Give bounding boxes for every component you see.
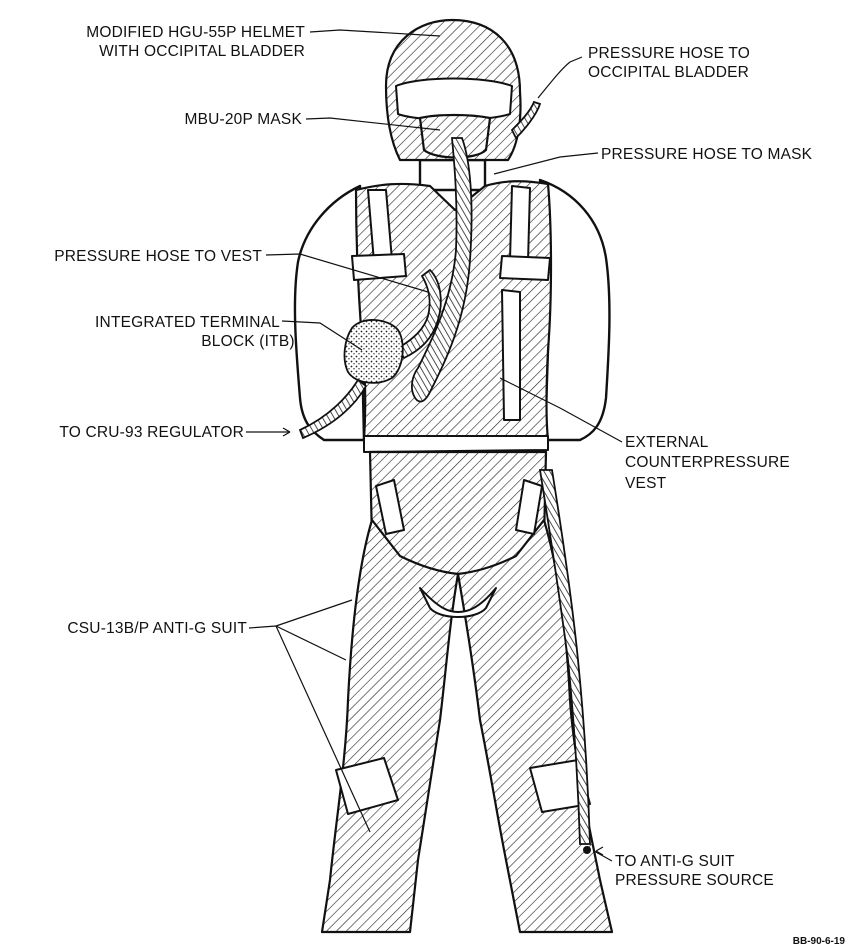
label-vest-line2: COUNTERPRESSURE	[625, 454, 790, 471]
label-itb-line2: BLOCK (ITB)	[201, 333, 295, 350]
label-mask-hose: PRESSURE HOSE TO MASK	[601, 146, 813, 163]
label-helmet-line2: WITH OCCIPITAL BLADDER	[99, 43, 305, 60]
anti-g-suit	[322, 452, 612, 932]
label-itb-line1: INTEGRATED TERMINAL	[95, 314, 280, 331]
integrated-terminal-block	[345, 320, 403, 383]
label-vest-hose: PRESSURE HOSE TO VEST	[54, 248, 262, 265]
figure-code: BB-90-6-19	[793, 936, 846, 947]
label-regulator: TO CRU-93 REGULATOR	[59, 424, 244, 441]
label-anti-g-suit: CSU-13B/P ANTI-G SUIT	[67, 620, 247, 637]
label-vest-line3: VEST	[625, 475, 667, 492]
label-anti-g-source-line2: PRESSURE SOURCE	[615, 872, 774, 889]
label-vest-line1: EXTERNAL	[625, 434, 709, 451]
label-mask: MBU-20P MASK	[184, 111, 302, 128]
label-anti-g-source-line1: TO ANTI-G SUIT	[615, 853, 735, 870]
label-helmet-line1: MODIFIED HGU-55P HELMET	[86, 24, 305, 41]
label-occipital-hose-line2: OCCIPITAL BLADDER	[588, 64, 749, 81]
label-occipital-hose-line1: PRESSURE HOSE TO	[588, 45, 750, 62]
